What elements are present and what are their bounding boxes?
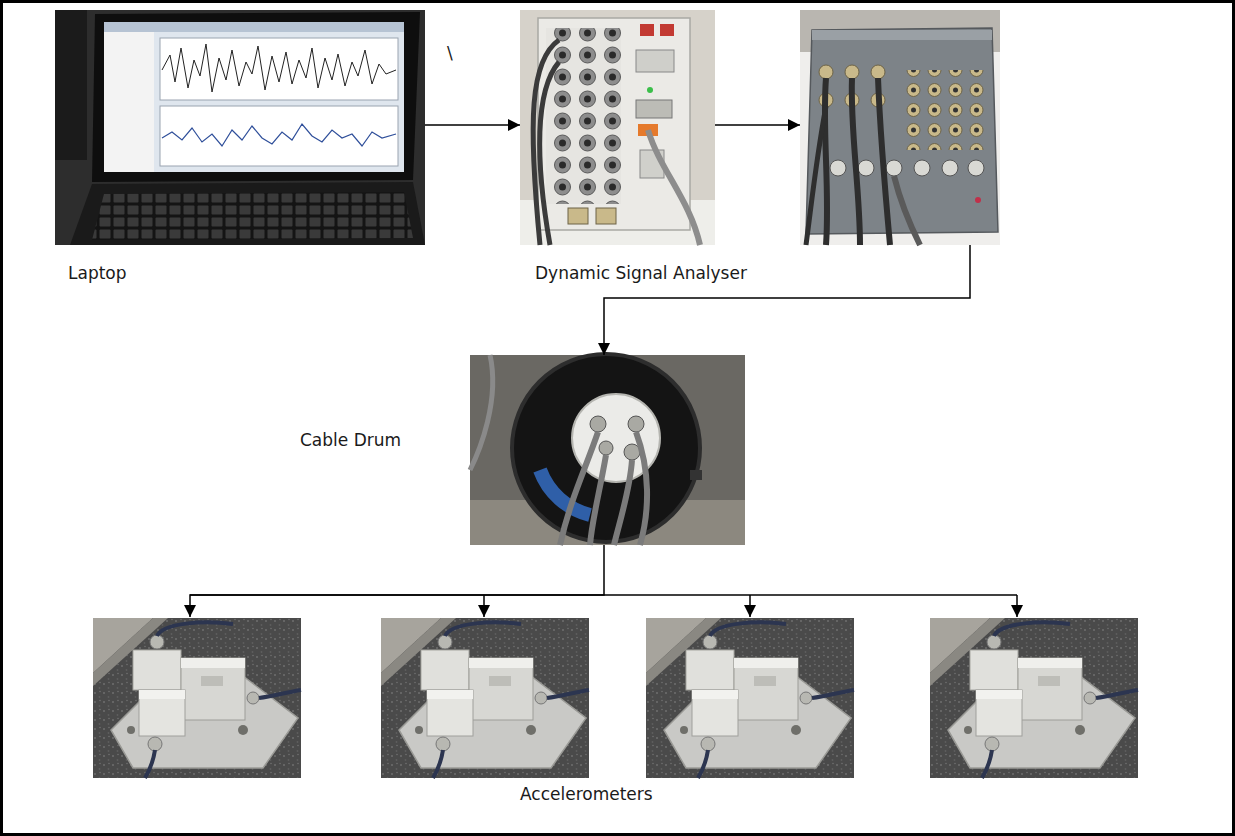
laptop-photo bbox=[104, 22, 404, 172]
laptop-photo bbox=[162, 124, 396, 146]
laptop-photo bbox=[160, 38, 398, 100]
input-box-photo bbox=[906, 70, 990, 150]
accelerometer-photos bbox=[381, 618, 589, 778]
input-box-photo bbox=[894, 176, 920, 245]
text-block: Accelerometers bbox=[520, 783, 653, 805]
cable-drum-photo bbox=[636, 432, 647, 545]
input-box-photo bbox=[800, 10, 1000, 245]
cable-drum-photo bbox=[512, 354, 700, 542]
laptop-photo bbox=[92, 12, 420, 182]
input-box-photo bbox=[886, 160, 902, 176]
cable-drum-photo bbox=[614, 460, 632, 545]
input-box-photo bbox=[825, 78, 827, 245]
cable-drum-photo bbox=[470, 355, 493, 470]
input-box-photo bbox=[852, 78, 860, 245]
signal-analyser-photo bbox=[636, 100, 672, 118]
text-block: Dynamic Signal Analyser bbox=[535, 262, 747, 284]
photo-caption: Laptop bbox=[68, 262, 127, 284]
photo-caption: Cable Drum bbox=[300, 429, 401, 451]
layout-connector-line bbox=[190, 125, 1017, 617]
cable-drum-photo bbox=[590, 416, 606, 432]
cable-drum-panel: Cable Drum bbox=[300, 355, 745, 545]
cable-drum-photo bbox=[599, 441, 613, 455]
input-box-photo bbox=[878, 78, 890, 245]
text-block: Cable Drum bbox=[300, 429, 401, 451]
accelerometer-photos bbox=[646, 618, 854, 778]
accelerometer-photos bbox=[930, 618, 1138, 778]
signal-analyser-photo bbox=[520, 10, 715, 245]
laptop-photo bbox=[162, 44, 396, 92]
stray-mark: \ bbox=[447, 42, 453, 64]
signal-connector bbox=[190, 545, 604, 617]
laptop-panel: Laptop bbox=[55, 10, 425, 290]
input-box-photo bbox=[812, 30, 992, 40]
laptop-photo bbox=[92, 192, 413, 240]
cable-drum-photo bbox=[590, 455, 606, 545]
laptop-photo bbox=[70, 182, 425, 245]
signal-analyser-photo bbox=[636, 50, 674, 72]
photo-caption: Dynamic Signal Analyser bbox=[535, 262, 747, 284]
input-box-photo bbox=[800, 10, 1000, 245]
photo-caption: Accelerometers bbox=[520, 783, 653, 805]
layout-connector-line bbox=[969, 245, 971, 290]
accelerometer-group: Accelerometers bbox=[93, 617, 1138, 815]
laptop-photo bbox=[55, 10, 87, 160]
laptop-photo bbox=[55, 10, 425, 245]
layout-connector-line bbox=[1016, 595, 1018, 617]
signal-analyser-photo bbox=[546, 28, 621, 204]
signal-analyser-photo bbox=[520, 10, 715, 245]
input-box-photo bbox=[871, 65, 885, 79]
input-box-photo bbox=[858, 160, 874, 176]
signal-analyser-photo bbox=[533, 40, 559, 245]
analyser-panel: Dynamic Signal Analyser bbox=[520, 10, 1000, 290]
input-box-photo bbox=[942, 160, 958, 176]
laptop-photo bbox=[104, 22, 404, 32]
signal-analyser-photo bbox=[640, 24, 654, 36]
signal-analyser-photo bbox=[660, 24, 674, 36]
input-box-photo bbox=[845, 65, 859, 79]
cable-drum-photo bbox=[690, 470, 702, 480]
accelerometer-photos bbox=[93, 618, 1138, 778]
cable-drum-photo bbox=[470, 354, 745, 545]
input-box-photo bbox=[830, 160, 846, 176]
layout-connector-line bbox=[715, 124, 800, 126]
layout-connector-line bbox=[749, 595, 751, 617]
signal-connector bbox=[604, 290, 970, 355]
cable-drum-photo bbox=[628, 416, 644, 432]
laptop-photo bbox=[160, 106, 398, 166]
laptop-photo bbox=[104, 32, 154, 172]
input-box-photo bbox=[968, 160, 984, 176]
input-box-photo bbox=[914, 160, 930, 176]
input-box-photo bbox=[819, 65, 833, 79]
signal-analyser-photo bbox=[648, 130, 700, 245]
input-box-photo bbox=[806, 106, 826, 245]
cable-drum-photo bbox=[470, 355, 745, 545]
signal-analyser-photo bbox=[540, 62, 559, 245]
text-block: Laptop bbox=[68, 262, 127, 284]
signal-analyser-photo bbox=[568, 208, 588, 224]
signal-connector bbox=[425, 124, 520, 126]
accelerometer-photos bbox=[93, 618, 301, 778]
laptop-photo bbox=[55, 10, 425, 245]
signal-analyser-photo bbox=[538, 18, 690, 230]
signal-analyser-photo bbox=[596, 208, 616, 224]
signal-analyser-photo bbox=[647, 87, 653, 93]
layout-connector-line bbox=[483, 595, 485, 617]
input-box-photo bbox=[975, 197, 981, 203]
